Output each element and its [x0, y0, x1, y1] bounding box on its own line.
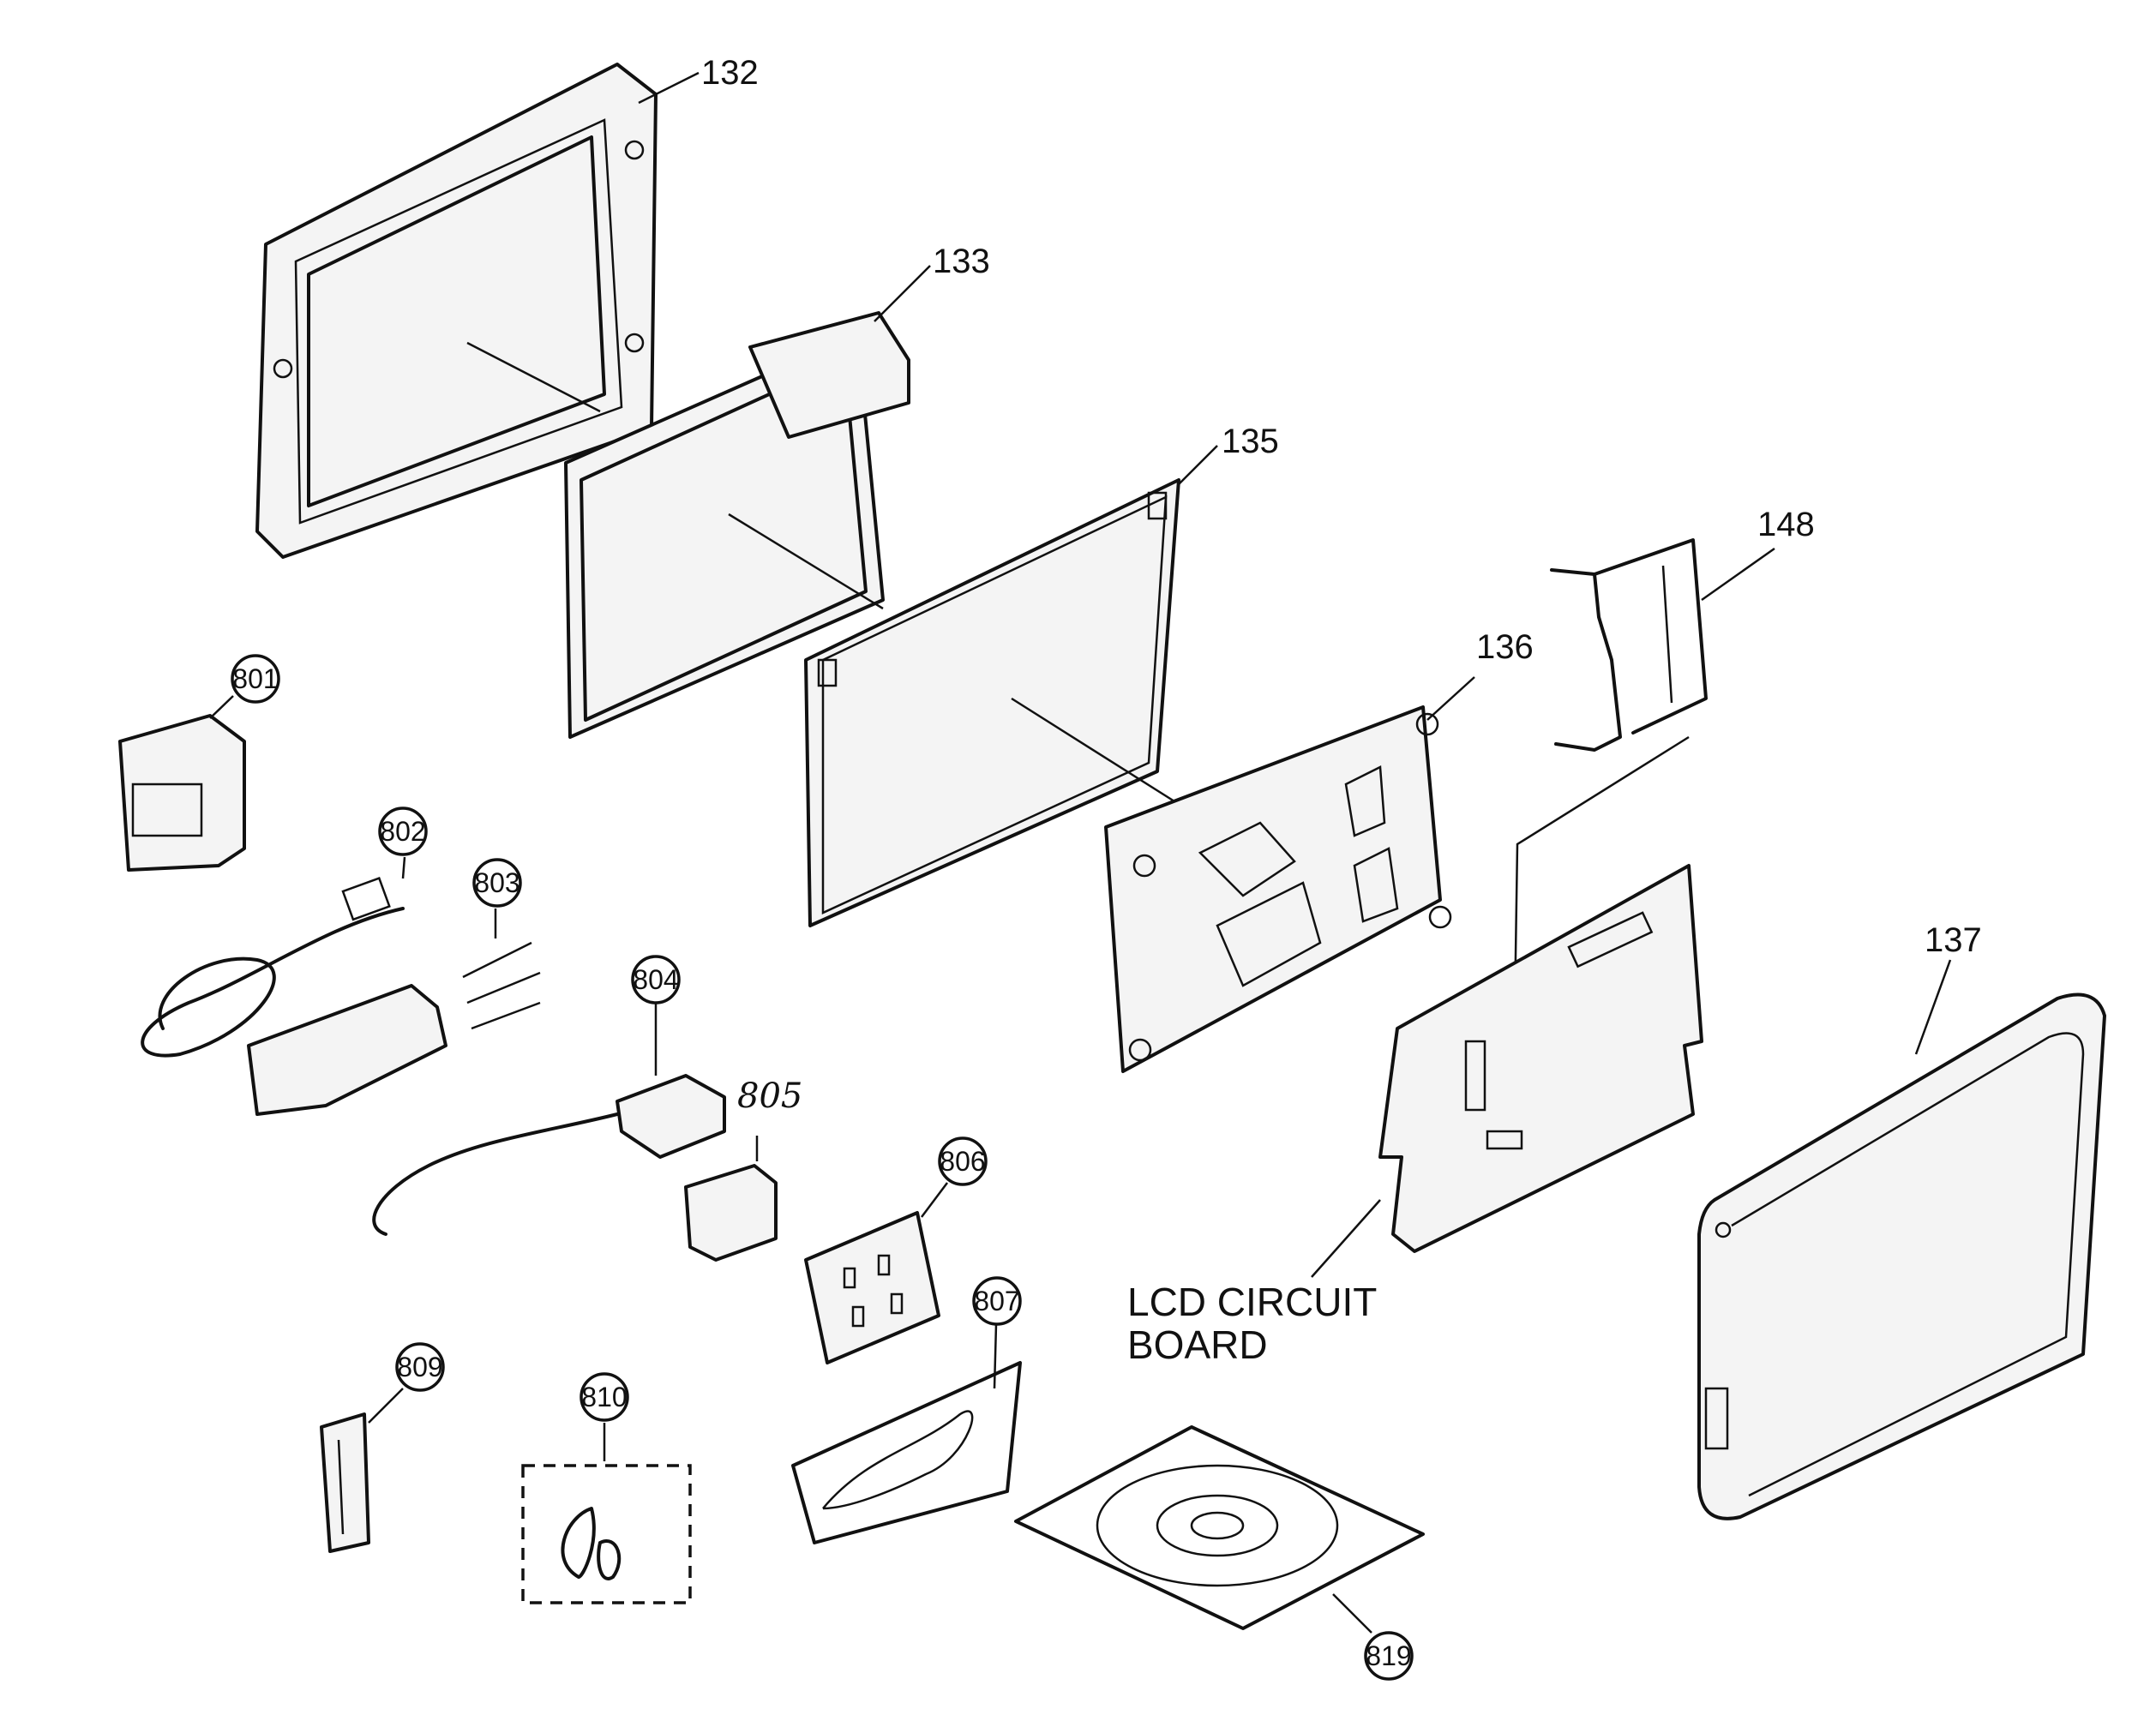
callout-802: 802: [380, 816, 425, 847]
callout-809: 809: [397, 1352, 442, 1382]
callout-810: 810: [581, 1382, 627, 1412]
lcd-circuit-board: [1311, 864, 1703, 1278]
callout-circle-819: [1364, 1631, 1414, 1681]
accessory-805-battery: [684, 1136, 778, 1262]
accessory-803-av-cable: [247, 908, 541, 1116]
callout-803: 803: [474, 867, 519, 898]
callout-circle-807: [972, 1276, 1022, 1326]
accessory-802-power-cord: [141, 856, 406, 1058]
lcd-circuit-board-label-line2: BOARD: [1127, 1322, 1268, 1367]
callout-circle-810: [580, 1372, 629, 1422]
part-137-rear-cover: [1697, 959, 2106, 1520]
accessory-801-ac-adapter: [118, 695, 246, 872]
accessory-819-cd-rom: [1014, 1425, 1425, 1634]
callout-circle-809: [395, 1342, 445, 1392]
accessory-810-strap: [521, 1423, 692, 1604]
callout-circle-802: [378, 807, 428, 856]
label-136: 136: [1476, 628, 1534, 666]
part-133-lcd-panel: [564, 265, 931, 739]
callout-circle-804: [631, 955, 681, 1004]
accessory-809-stylus: [320, 1388, 404, 1553]
callout-circle-803: [472, 858, 522, 908]
part-136-bracket: [1104, 676, 1475, 1073]
lcd-circuit-board-label-line1: LCD CIRCUIT: [1127, 1280, 1377, 1324]
callout-807: 807: [974, 1286, 1019, 1316]
label-132: 132: [701, 54, 759, 92]
accessory-807-usb-cable: [791, 1323, 1022, 1544]
label-135: 135: [1222, 423, 1279, 460]
callout-806: 806: [940, 1146, 985, 1177]
label-137: 137: [1925, 921, 1982, 959]
part-135-backlight: [804, 445, 1218, 927]
accessory-804-dc-cable: [372, 1003, 726, 1236]
callout-circle-806: [938, 1136, 988, 1186]
label-148: 148: [1757, 506, 1815, 543]
callout-801: 801: [232, 663, 278, 694]
part-148-flex-cable: [1550, 538, 1775, 752]
accessory-806-remote: [804, 1182, 948, 1364]
label-805: 805: [737, 1076, 802, 1116]
callout-circle-801: [231, 654, 280, 704]
callout-804: 804: [633, 964, 678, 995]
callout-819: 819: [1366, 1640, 1411, 1671]
label-133: 133: [933, 243, 990, 280]
